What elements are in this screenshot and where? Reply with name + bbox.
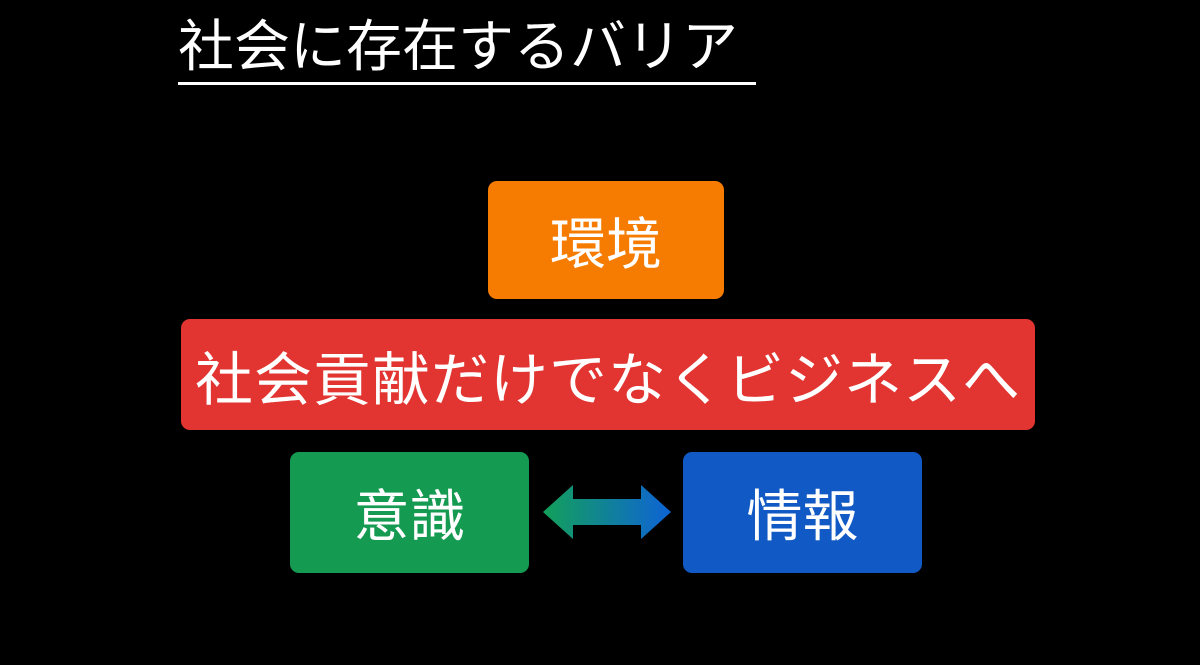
diagram-node-awareness-label: 意識 [353,485,466,550]
diagram-node-information-label: 情報 [746,485,859,550]
double-arrow-shape [543,485,671,539]
page-title: 社会に存在するバリア [178,15,738,80]
diagram-node-environment-label: 環境 [550,212,662,278]
diagram-node-business[interactable]: 社会貢献だけでなくビジネスへ [181,319,1035,430]
diagram-node-awareness[interactable]: 意識 [290,452,529,573]
diagram-node-business-label: 社会貢献だけでなくビジネスへ [194,345,1021,414]
double-arrow-svg [543,485,671,539]
diagram-node-environment[interactable]: 環境 [488,181,724,299]
diagram-node-information[interactable]: 情報 [683,452,922,573]
title-underline [178,82,756,85]
double-arrow-icon [543,481,671,543]
